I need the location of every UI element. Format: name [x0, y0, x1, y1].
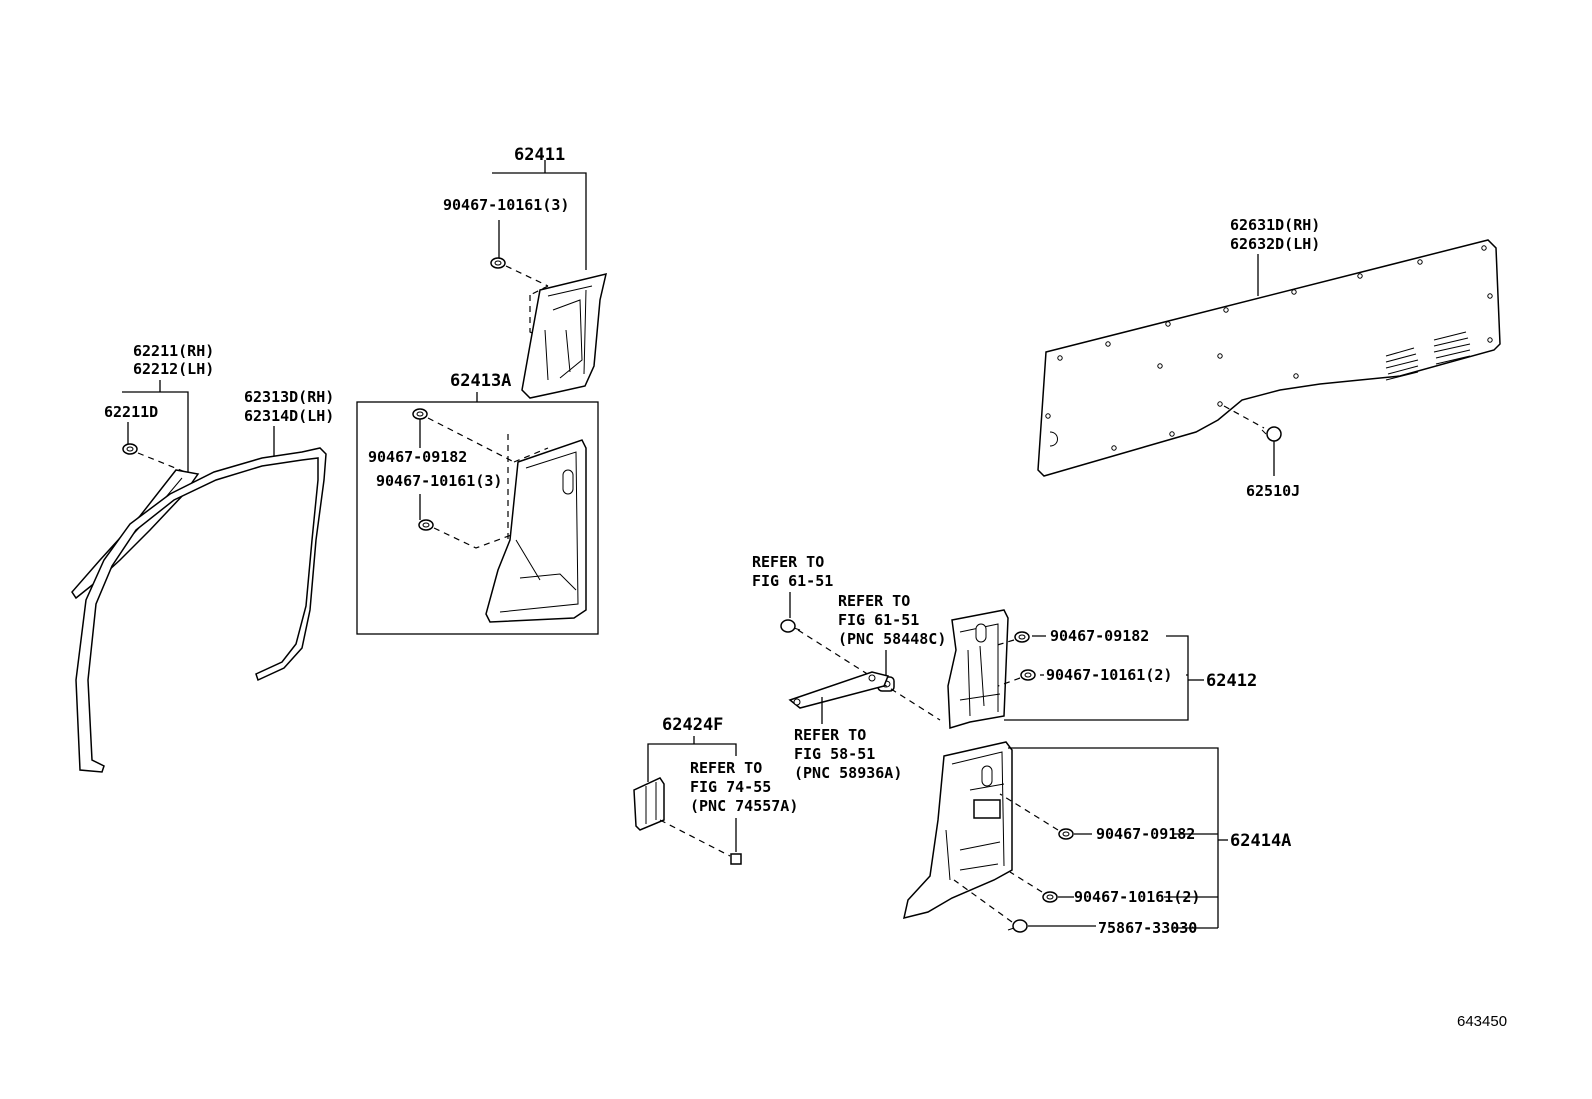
- label-62212-lh[interactable]: 62212(LH): [133, 360, 214, 378]
- label-62424f[interactable]: 62424F: [662, 715, 723, 735]
- clip-icon: [412, 408, 428, 420]
- note-ref1-line2[interactable]: FIG 61-51: [752, 572, 833, 590]
- group-62211: 62211(RH) 62212(LH) 62211D: [71, 342, 214, 600]
- note-ref4-line3[interactable]: (PNC 74557A): [690, 797, 798, 815]
- dashed-62413a: [427, 417, 549, 549]
- part-62413a: [485, 439, 587, 623]
- group-62412: 90467-09182 90467-10161(2) 62412: [947, 609, 1257, 729]
- note-ref2-line1[interactable]: REFER TO: [838, 592, 910, 610]
- part-62313d: [75, 447, 327, 773]
- group-62313d: 62313D(RH) 62314D(LH): [75, 388, 334, 773]
- clip-icon: [490, 257, 506, 269]
- group-62424f: 62424F REFER TO FIG 74-55 (PNC 74557A): [633, 715, 798, 865]
- label-62631d-rh[interactable]: 62631D(RH): [1230, 216, 1320, 234]
- hole: [981, 765, 993, 787]
- note-ref3-line1[interactable]: REFER TO: [794, 726, 866, 744]
- clip-icon: [1020, 669, 1036, 681]
- clip-icon: [1014, 631, 1030, 643]
- bracket-62211: [122, 380, 189, 478]
- label-62510j[interactable]: 62510J: [1246, 482, 1300, 500]
- figure-number: 643450: [1457, 1013, 1507, 1030]
- note-ref3-line3[interactable]: (PNC 58936A): [794, 764, 902, 782]
- label-62413a[interactable]: 62413A: [450, 371, 511, 391]
- label-62632d-lh[interactable]: 62632D(LH): [1230, 235, 1320, 253]
- part-62412: [947, 609, 1009, 729]
- label-62211-rh[interactable]: 62211(RH): [133, 342, 214, 360]
- note-ref4-line2[interactable]: FIG 74-55: [690, 778, 771, 796]
- screw-holes: [1045, 245, 1493, 451]
- bolt-icon: [780, 619, 801, 633]
- label-62412-clip2[interactable]: 90467-10161(2): [1046, 666, 1172, 684]
- part-62414a: [903, 741, 1013, 920]
- clip-icon: [122, 443, 138, 455]
- hole: [562, 469, 574, 495]
- part-62631d: [1037, 239, 1501, 477]
- bracket-62424f: [647, 736, 737, 782]
- label-62411[interactable]: 62411: [514, 145, 565, 165]
- group-62411: 62411 90467-10161(3): [443, 145, 608, 399]
- dashed-62411: [505, 265, 549, 341]
- label-62414a-clip1[interactable]: 90467-09182: [1096, 825, 1195, 843]
- part-strap: [788, 671, 890, 709]
- bracket-62414a: [1008, 747, 1219, 929]
- box-62413a: [356, 401, 599, 635]
- dashed-62510j: [1223, 405, 1265, 429]
- note-ref2-line2[interactable]: FIG 61-51: [838, 611, 919, 629]
- label-62413a-clip1[interactable]: 90467-09182: [368, 448, 467, 466]
- refer-notes: REFER TO FIG 61-51 REFER TO FIG 61-51 (P…: [752, 553, 946, 782]
- label-62412[interactable]: 62412: [1206, 671, 1257, 691]
- part-panel: [973, 799, 1001, 819]
- group-62413a: 62413A 90467-09182 90467-10161(3): [356, 371, 599, 635]
- label-62411-bolt[interactable]: 90467-10161(3): [443, 196, 569, 214]
- note-ref1-line1[interactable]: REFER TO: [752, 553, 824, 571]
- group-62414a: 90467-09182 62414A 90467-10161(2) 75867-…: [903, 741, 1291, 937]
- part-62411: [521, 272, 608, 399]
- label-62313d-rh[interactable]: 62313D(RH): [244, 388, 334, 406]
- label-62414a[interactable]: 62414A: [1230, 831, 1291, 851]
- vent-grille: [1385, 331, 1471, 381]
- clip-icon: [1058, 828, 1074, 840]
- label-62314d-lh[interactable]: 62314D(LH): [244, 407, 334, 425]
- part-pad: [730, 853, 742, 865]
- clip-icon: [418, 519, 434, 531]
- clip-icon: [1042, 891, 1058, 903]
- label-62412-clip1[interactable]: 90467-09182: [1050, 627, 1149, 645]
- label-62211d[interactable]: 62211D: [104, 403, 158, 421]
- clip-icon: [1261, 426, 1282, 442]
- note-ref2-line3[interactable]: (PNC 58448C): [838, 630, 946, 648]
- note-ref3-line2[interactable]: FIG 58-51: [794, 745, 875, 763]
- group-62631d: 62631D(RH) 62632D(LH) 62510J: [1037, 216, 1501, 500]
- label-62414a-clip2[interactable]: 90467-10161(2): [1074, 888, 1200, 906]
- bracket-62411: [492, 160, 587, 270]
- bolt-icon: [1007, 919, 1028, 933]
- label-62413a-clip2[interactable]: 90467-10161(3): [376, 472, 502, 490]
- hole: [975, 623, 987, 643]
- label-62414a-clip3[interactable]: 75867-33030: [1098, 919, 1197, 937]
- note-ref4-line1[interactable]: REFER TO: [690, 759, 762, 777]
- part-62424f: [633, 777, 665, 831]
